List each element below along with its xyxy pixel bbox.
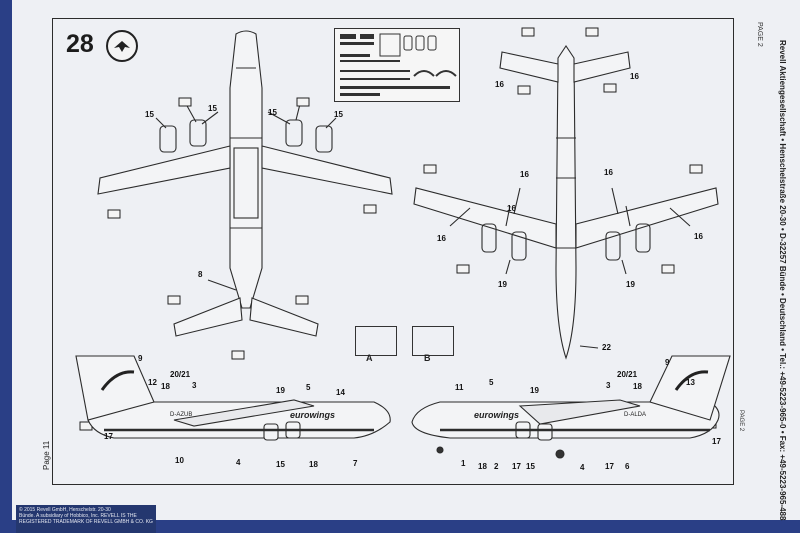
callout-label: 11 [455, 383, 464, 392]
registration: D-ALDA [624, 412, 646, 418]
footer-line: Bünde. A subsidiary of Hobbico, Inc. REV… [19, 513, 137, 519]
callout-label: 15 [334, 110, 343, 119]
callout-label: 16 [694, 232, 703, 241]
color-marker-c [585, 27, 599, 37]
decal-sheet-thumbnail [334, 28, 460, 102]
livery-brand: eurowings [290, 410, 335, 420]
color-marker-c [603, 83, 617, 93]
callout-label: 18 [633, 382, 642, 391]
callout-label: 9 [665, 358, 670, 367]
callout-label: 1 [461, 459, 466, 468]
callout-label: 17 [712, 437, 721, 446]
aircraft-bottom-view-right [413, 45, 719, 360]
callout-label: 3 [192, 381, 197, 390]
color-marker-c [295, 295, 309, 305]
callout-label: 2 [494, 462, 499, 471]
color-marker-c [107, 209, 121, 219]
color-marker-c [521, 27, 535, 37]
callout-label: 9 [138, 354, 143, 363]
callout-label: 4 [236, 458, 241, 467]
callout-label: 3 [606, 381, 611, 390]
copyright-footer: © 2015 Revell GmbH, Henschelstr. 20-30 B… [16, 505, 156, 533]
callout-label: 18 [478, 462, 487, 471]
color-marker-c [363, 204, 377, 214]
callout-label: 5 [489, 378, 494, 387]
callout-label: 15 [526, 462, 535, 471]
callout-label: 8 [198, 270, 203, 279]
callout-label: 5 [306, 383, 311, 392]
callout-label: 14 [336, 388, 345, 397]
callout-label: 20/21 [617, 370, 638, 379]
revell-logo-icon [106, 30, 138, 62]
callout-label: 20/21 [170, 370, 191, 379]
color-marker-c [456, 264, 470, 274]
callout-label: 15 [276, 460, 285, 469]
livery-brand: eurowings [474, 410, 519, 420]
color-marker-c [517, 85, 531, 95]
color-box-b [412, 326, 454, 356]
color-marker-c [423, 164, 437, 174]
callout-label: 12 [148, 378, 157, 387]
footer-line: © 2015 Revell GmbH, Henschelstr. 20-30 [19, 507, 111, 513]
callout-label: 16 [630, 72, 639, 81]
callout-label: 4 [580, 463, 585, 472]
callout-label: 10 [175, 456, 184, 465]
color-marker-c [167, 295, 181, 305]
callout-label: 18 [309, 460, 318, 469]
callout-label: 18 [161, 382, 170, 391]
callout-label: 17 [104, 432, 113, 441]
color-box-label: B [424, 353, 431, 363]
footer-line: REGISTERED TRADEMARK OF REVELL GMBH & CO… [19, 519, 153, 525]
callout-label: 16 [437, 234, 446, 243]
callout-label: 16 [604, 168, 613, 177]
aircraft-side-view-left: eurowings D-AZUB [75, 355, 391, 441]
callout-label: 15 [268, 108, 277, 117]
color-box-a [355, 326, 397, 356]
registration: D-AZUB [170, 412, 192, 418]
color-marker-c [178, 97, 192, 107]
callout-label: 13 [686, 378, 695, 387]
callout-label: 17 [605, 462, 614, 471]
callout-label: 22 [602, 343, 611, 352]
color-box-label: A [366, 353, 373, 363]
callout-label: 6 [625, 462, 630, 471]
callout-label: 19 [626, 280, 635, 289]
color-marker-c [661, 264, 675, 274]
callout-label: 15 [145, 110, 154, 119]
callout-label: 19 [276, 386, 285, 395]
callout-label: 19 [498, 280, 507, 289]
color-marker-c [231, 350, 245, 360]
callout-label: 15 [208, 104, 217, 113]
callout-label: 7 [353, 459, 358, 468]
callout-label: 16 [507, 204, 516, 213]
callout-label: 16 [495, 80, 504, 89]
aircraft-side-view-right: eurowings D-ALDA [411, 355, 731, 459]
step-number: 28 [66, 30, 94, 58]
callout-label: 19 [530, 386, 539, 395]
aircraft-top-view-left [97, 30, 393, 337]
color-marker-c [296, 97, 310, 107]
drawing-frame [52, 18, 734, 485]
color-marker-c [689, 164, 703, 174]
callout-label: 16 [520, 170, 529, 179]
callout-label: 17 [512, 462, 521, 471]
